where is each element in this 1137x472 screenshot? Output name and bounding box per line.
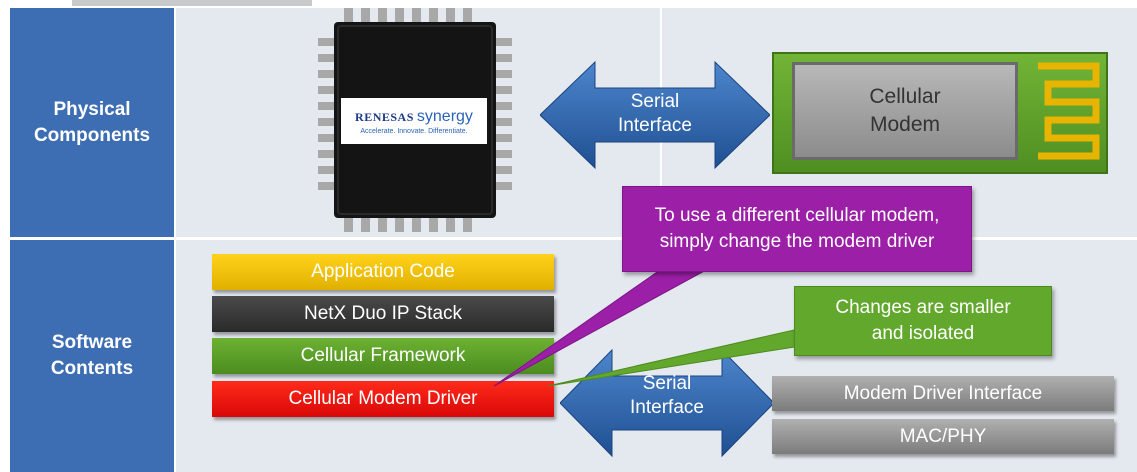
cellular-modem-chip: Cellular Modem — [792, 62, 1018, 160]
antenna-trace — [1038, 62, 1100, 160]
mcu-chip — [318, 8, 512, 232]
cellular-framework-block: Cellular Framework — [212, 338, 554, 374]
physical-components-label: Physical Components — [10, 8, 174, 237]
serial-interface-label-bottom: Serial Interface — [630, 373, 704, 418]
purple-callout: To use a different cellular modem, simpl… — [622, 186, 972, 272]
top-bar — [72, 0, 312, 6]
mcu-logo-label: RENESAS synergy Accelerate. Innovate. Di… — [341, 98, 487, 144]
green-callout: Changes are smaller and isolated — [794, 286, 1052, 356]
renesas-logo-text: RENESAS — [355, 109, 414, 124]
modem-driver-interface-block: Modem Driver Interface — [772, 376, 1114, 411]
cellular-modem-label: Cellular Modem — [869, 84, 941, 136]
serial-interface-arrow-top — [540, 60, 770, 170]
serial-interface-label-top: Serial Interface — [618, 91, 692, 136]
serial-interface-arrow-bottom — [560, 348, 774, 458]
synergy-logo-text: synergy — [416, 107, 473, 125]
mcu-tagline: Accelerate. Innovate. Differentiate. — [360, 127, 468, 135]
cellular-modem-driver-block: Cellular Modem Driver — [212, 381, 554, 417]
mac-phy-block: MAC/PHY — [772, 419, 1114, 454]
software-contents-label: Software Contents — [10, 240, 174, 472]
netx-duo-ip-stack-block: NetX Duo IP Stack — [212, 296, 554, 332]
application-code-block: Application Code — [212, 254, 554, 290]
